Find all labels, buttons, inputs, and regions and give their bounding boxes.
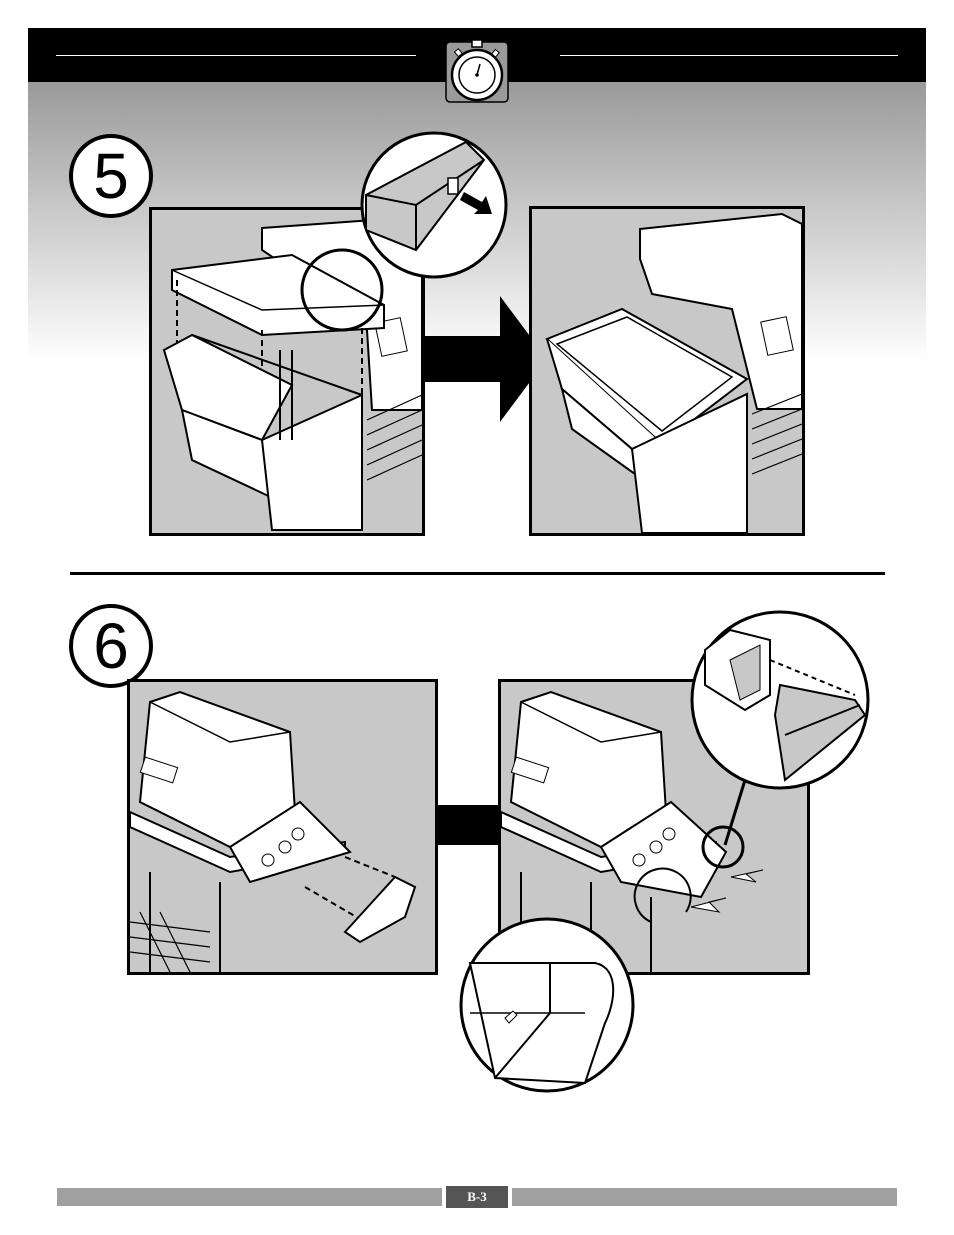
stopwatch-icon [444,38,510,104]
step-6-lower-detail-callout [455,913,640,1098]
step-5-detail-callout [356,130,516,280]
header-rule-left [56,55,416,56]
header-rule-right [560,55,898,56]
step-6-upper-detail-callout [685,605,875,795]
step-6-number: 6 [69,604,153,688]
footer-bar-left [57,1188,442,1206]
footer-bar-right [512,1188,897,1206]
section-divider [70,572,885,575]
step-5-number: 5 [69,134,153,218]
step-6-before-illustration [127,679,438,975]
callout-connector-line [715,780,755,850]
page-number-label: B-3 [446,1186,508,1208]
step-5-after-illustration [529,206,805,536]
